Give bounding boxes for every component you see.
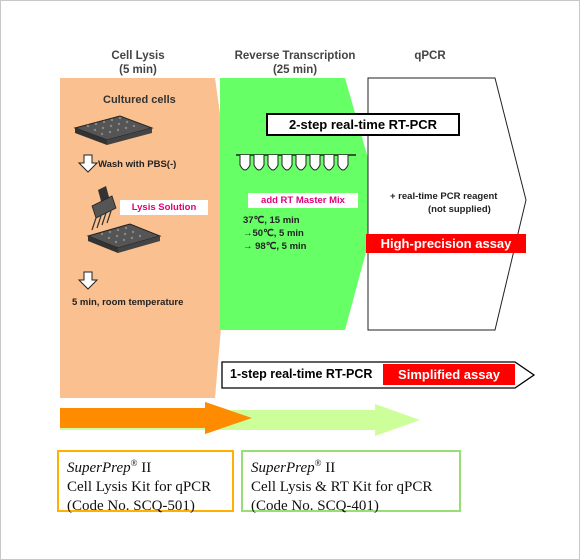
down-arrow-icon — [77, 271, 99, 290]
qpcr-reagent-label: + real-time PCR reagent — [390, 191, 498, 202]
kit-brand: SuperPrep — [251, 460, 315, 476]
simplified-tag: Simplified assay — [383, 364, 515, 385]
kit-card-lysis: SuperPrep® II Cell Lysis Kit for qPCR (C… — [57, 450, 234, 514]
kit-code: (Code No. SCQ-401) — [251, 498, 379, 514]
qpcr-panel — [367, 77, 527, 331]
cell-lysis-duration: (5 min) — [119, 64, 157, 76]
cell-lysis-title: Cell Lysis — [111, 50, 165, 62]
incubation-label: 5 min, room temperature — [72, 297, 184, 308]
lysis-solution-tag: Lysis Solution — [120, 200, 208, 215]
rt-temp-2: →50℃, 5 min — [243, 228, 304, 239]
rt-duration: (25 min) — [272, 64, 318, 76]
kit-card-lysis-rt: SuperPrep® II Cell Lysis & RT Kit for qP… — [241, 450, 461, 514]
two-step-label: 2-step real-time RT-PCR — [266, 113, 460, 136]
rt-temp-1: 37℃, 15 min — [243, 215, 300, 226]
kit-name: Cell Lysis & RT Kit for qPCR — [251, 479, 433, 495]
one-step-label: 1-step real-time RT-PCR — [230, 367, 373, 381]
not-supplied-label: (not supplied) — [428, 204, 491, 215]
rt-title: Reverse Transcription — [234, 50, 356, 62]
high-precision-tag: High-precision assay — [366, 234, 526, 253]
cultured-cells-label: Cultured cells — [103, 94, 176, 106]
qpcr-title: qPCR — [414, 50, 446, 62]
plate-icon — [86, 223, 162, 253]
kit-brand: SuperPrep — [67, 460, 131, 476]
wash-label: Wash with PBS(-) — [98, 159, 177, 170]
kit-code: (Code No. SCQ-501) — [67, 498, 195, 514]
plate-icon — [73, 115, 154, 145]
rt-temp-3: → 98℃, 5 min — [243, 241, 307, 252]
pcr-strip-icon — [236, 154, 356, 171]
rt-master-mix-tag: add RT Master Mix — [248, 193, 358, 208]
pipette-icon — [91, 186, 117, 231]
kit-name: Cell Lysis Kit for qPCR — [67, 479, 212, 495]
down-arrow-icon — [77, 154, 99, 173]
